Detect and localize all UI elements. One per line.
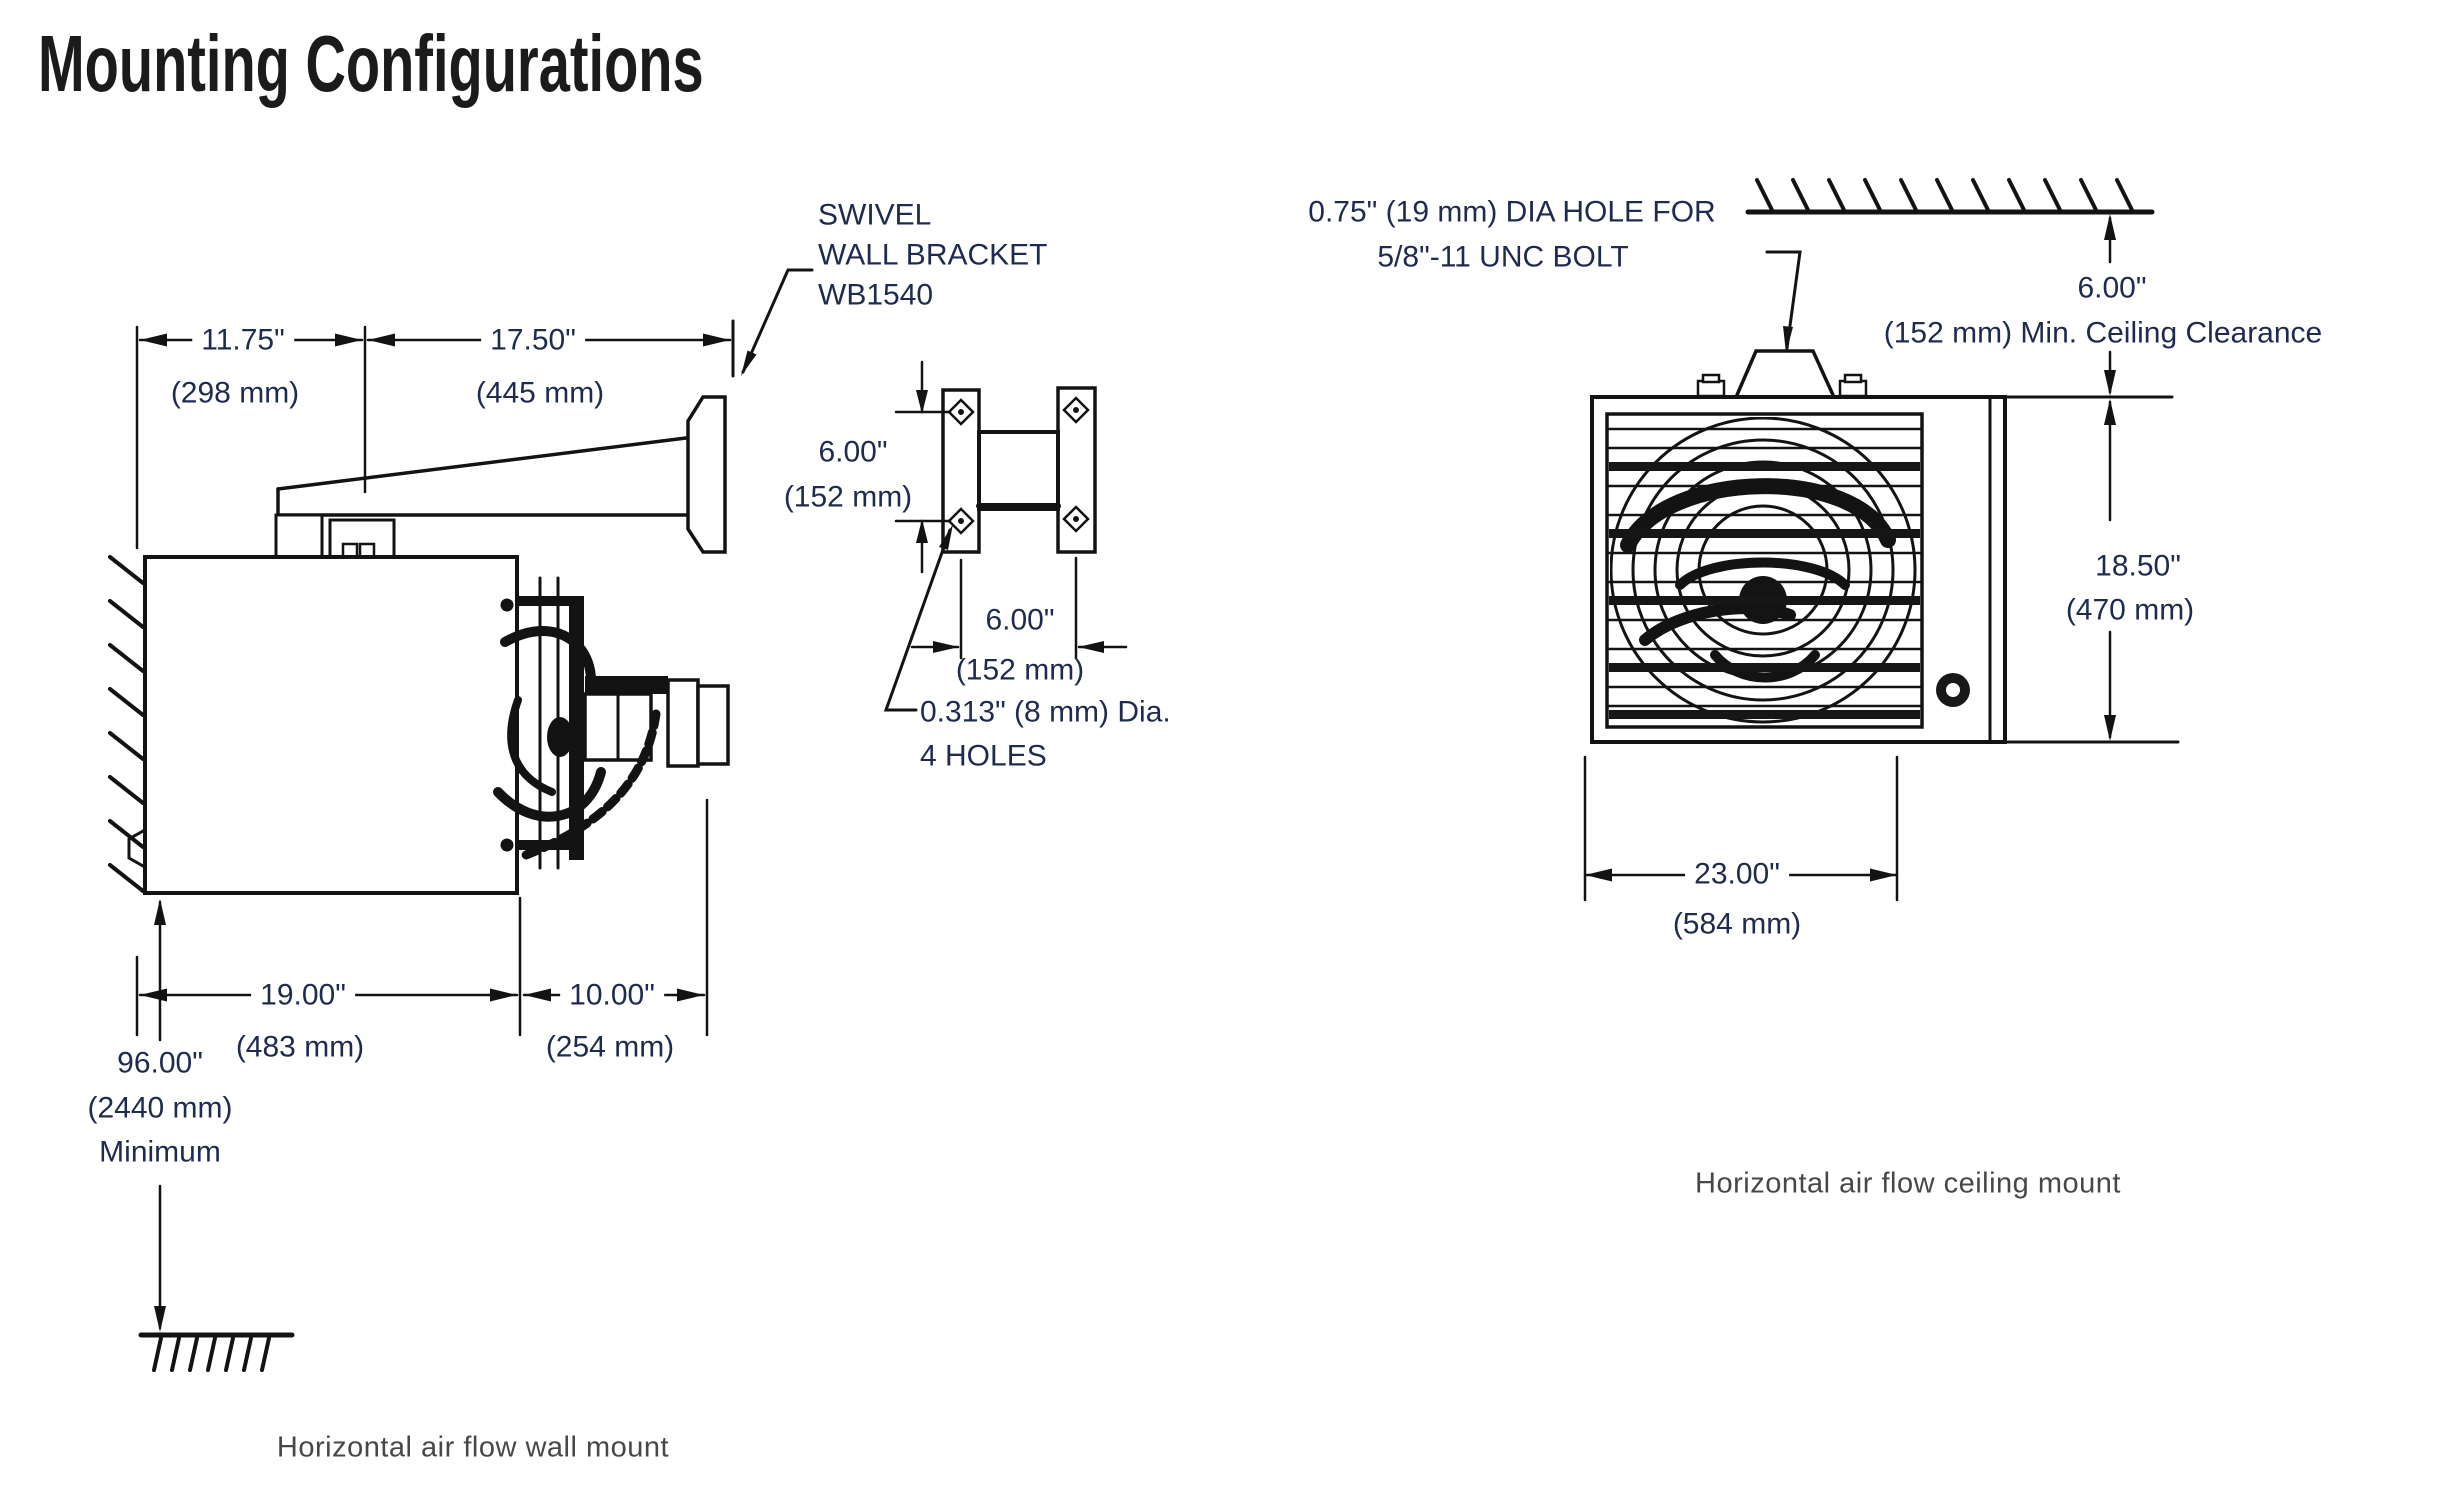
dim-height-inches: 18.50" [2095,549,2181,583]
swivel-bracket-label-line3: WB1540 [818,278,934,312]
ceiling-mount-drawing [1583,178,2180,902]
holes-count-note: 4 HOLES [920,739,1047,773]
dim-clearance-inches: 6.00" [2077,271,2147,305]
wall-mount-caption: Horizontal air flow wall mount [276,1431,670,1464]
dim-holes-horizontal-mm: (152 mm) [955,653,1085,687]
dimension-arrowheads [140,214,2116,1332]
dim-floor-mm: (2440 mm) [87,1091,233,1125]
dim-depth-mm: (483 mm) [235,1030,365,1064]
dim-holes-vertical-mm: (152 mm) [783,480,913,514]
wall-mount-drawing [108,268,1128,1372]
page-title: Mounting Configurations [38,19,704,108]
dim-holes-vertical-inches: 6.00" [818,435,888,469]
dim-arm-inches: 17.50" [481,323,585,357]
dim-width-mm: (584 mm) [1672,907,1802,941]
dim-width-inches: 23.00" [1685,857,1789,891]
ceiling-mount-caption: Horizontal air flow ceiling mount [1695,1167,2121,1200]
swivel-bracket-label-line1: SWIVEL [818,198,932,232]
dim-floor-inches: 96.00" [117,1046,203,1080]
swivel-bracket-label-line2: WALL BRACKET [818,238,1048,272]
dim-height-mm: (470 mm) [2065,593,2195,627]
bolt-hole-note-line1: 0.75" (19 mm) DIA HOLE FOR [1308,195,1716,229]
dim-holes-horizontal-inches: 6.00" [985,603,1055,637]
holes-diameter-note: 0.313" (8 mm) Dia. [920,695,1171,729]
dim-fan-mm: (254 mm) [545,1030,675,1064]
bolt-hole-note-line2: 5/8"-11 UNC BOLT [1377,240,1629,274]
dim-offset-inches: 11.75" [192,323,294,357]
dim-floor-note: Minimum [99,1135,221,1169]
dim-clearance-mm: (152 mm) Min. Ceiling Clearance [1883,316,2323,350]
dim-offset-mm: (298 mm) [170,376,300,410]
dim-fan-inches: 10.00" [560,978,664,1012]
dim-depth-inches: 19.00" [251,978,355,1012]
dim-arm-mm: (445 mm) [475,376,605,410]
